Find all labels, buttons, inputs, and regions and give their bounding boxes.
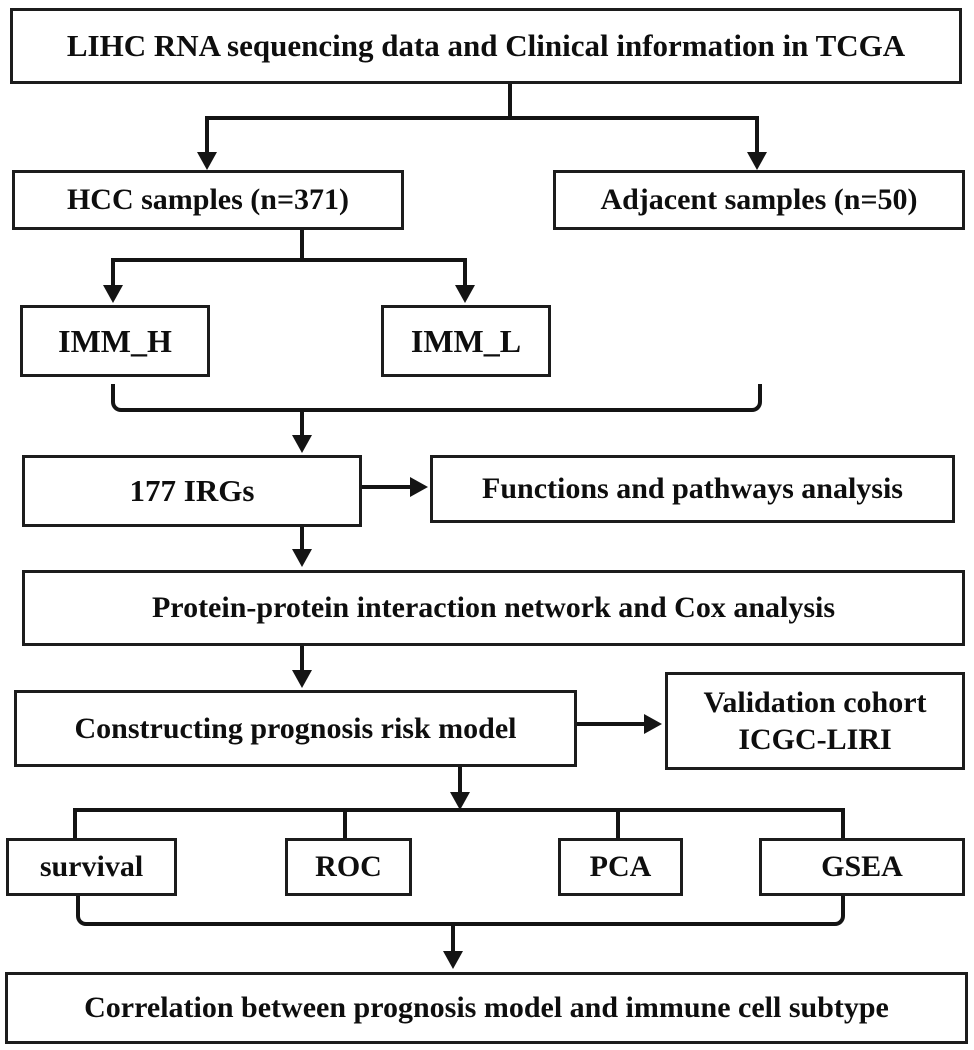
edge-hcc-stem-line	[300, 230, 304, 262]
node-risk-model: Constructing prognosis risk model	[14, 690, 577, 767]
arrowhead-into-riskmodel-icon	[292, 670, 312, 688]
arrowhead-into-validation-icon	[644, 714, 662, 734]
edge-ppi-riskmodel-line	[300, 646, 304, 672]
arrowhead-onto-analysis-rail-icon	[450, 792, 470, 810]
edge-drop-pca-line	[616, 808, 620, 838]
edge-riskmodel-stem-line	[458, 767, 462, 795]
node-validation-cohort: Validation cohort ICGC-LIRI	[665, 672, 965, 770]
node-roc: ROC	[285, 838, 412, 896]
node-hcc-samples-label: HCC samples (n=371)	[66, 183, 350, 217]
node-risk-model-label: Constructing prognosis risk model	[74, 711, 517, 745]
arrowhead-into-imm-h-icon	[103, 285, 123, 303]
node-tcga-data-label: LIHC RNA sequencing data and Clinical in…	[66, 27, 906, 63]
node-survival-label: survival	[39, 850, 144, 884]
edge-correlation-stem-line	[451, 924, 455, 952]
node-imm-h: IMM_H	[20, 305, 210, 377]
node-hcc-samples: HCC samples (n=371)	[12, 170, 404, 230]
arrowhead-into-irgs-icon	[292, 435, 312, 453]
node-functions-pathways-label: Functions and pathways analysis	[482, 472, 903, 506]
arrowhead-into-correlation-icon	[443, 951, 463, 969]
node-correlation-label: Correlation between prognosis model and …	[84, 991, 889, 1025]
node-imm-l: IMM_L	[381, 305, 551, 377]
node-gsea-label: GSEA	[821, 850, 903, 884]
node-survival: survival	[6, 838, 177, 896]
arrowhead-into-ppi-icon	[292, 549, 312, 567]
edge-merge-bracket-correlation	[76, 896, 845, 926]
node-imm-h-label: IMM_H	[58, 323, 172, 359]
edge-irgs-stem-line	[300, 410, 304, 436]
node-177-irgs: 177 IRGs	[22, 455, 362, 527]
node-roc-label: ROC	[315, 850, 382, 884]
node-adjacent-samples-label: Adjacent samples (n=50)	[600, 183, 918, 217]
arrowhead-into-adjacent-icon	[747, 152, 767, 170]
node-177-irgs-label: 177 IRGs	[129, 472, 255, 508]
node-ppi-cox: Protein-protein interaction network and …	[22, 570, 965, 646]
edge-drop-roc-line	[343, 808, 347, 838]
node-tcga-data: LIHC RNA sequencing data and Clinical in…	[10, 8, 962, 84]
edge-riskmodel-validation-line	[577, 722, 646, 726]
node-gsea: GSEA	[759, 838, 965, 896]
arrowhead-into-imm-l-icon	[455, 285, 475, 303]
edge-irgs-ppi-line	[300, 527, 304, 551]
edge-tcga-split-rail	[205, 116, 759, 120]
node-ppi-cox-label: Protein-protein interaction network and …	[151, 591, 836, 625]
edge-drop-survival-line	[73, 808, 77, 838]
edge-hcc-split-rail	[111, 258, 467, 262]
edge-drop-imm-l-line	[463, 258, 467, 286]
node-validation-cohort-label: Validation cohort ICGC-LIRI	[703, 685, 927, 757]
edge-drop-hcc-line	[205, 116, 209, 154]
arrowhead-into-hcc-icon	[197, 152, 217, 170]
arrowhead-into-functions-icon	[410, 477, 428, 497]
edge-merge-bracket-irgs	[111, 384, 762, 412]
node-pca-label: PCA	[589, 850, 652, 884]
node-adjacent-samples: Adjacent samples (n=50)	[553, 170, 965, 230]
edge-tcga-stem-line	[508, 84, 512, 120]
node-imm-l-label: IMM_L	[410, 323, 522, 359]
edge-drop-gsea-line	[841, 808, 845, 838]
edge-drop-imm-h-line	[111, 258, 115, 286]
node-functions-pathways: Functions and pathways analysis	[430, 455, 955, 523]
node-pca: PCA	[558, 838, 683, 896]
edge-drop-adjacent-line	[755, 116, 759, 154]
edge-irgs-functions-line	[362, 485, 412, 489]
edge-analysis-split-rail	[73, 808, 845, 812]
node-correlation: Correlation between prognosis model and …	[5, 972, 968, 1044]
